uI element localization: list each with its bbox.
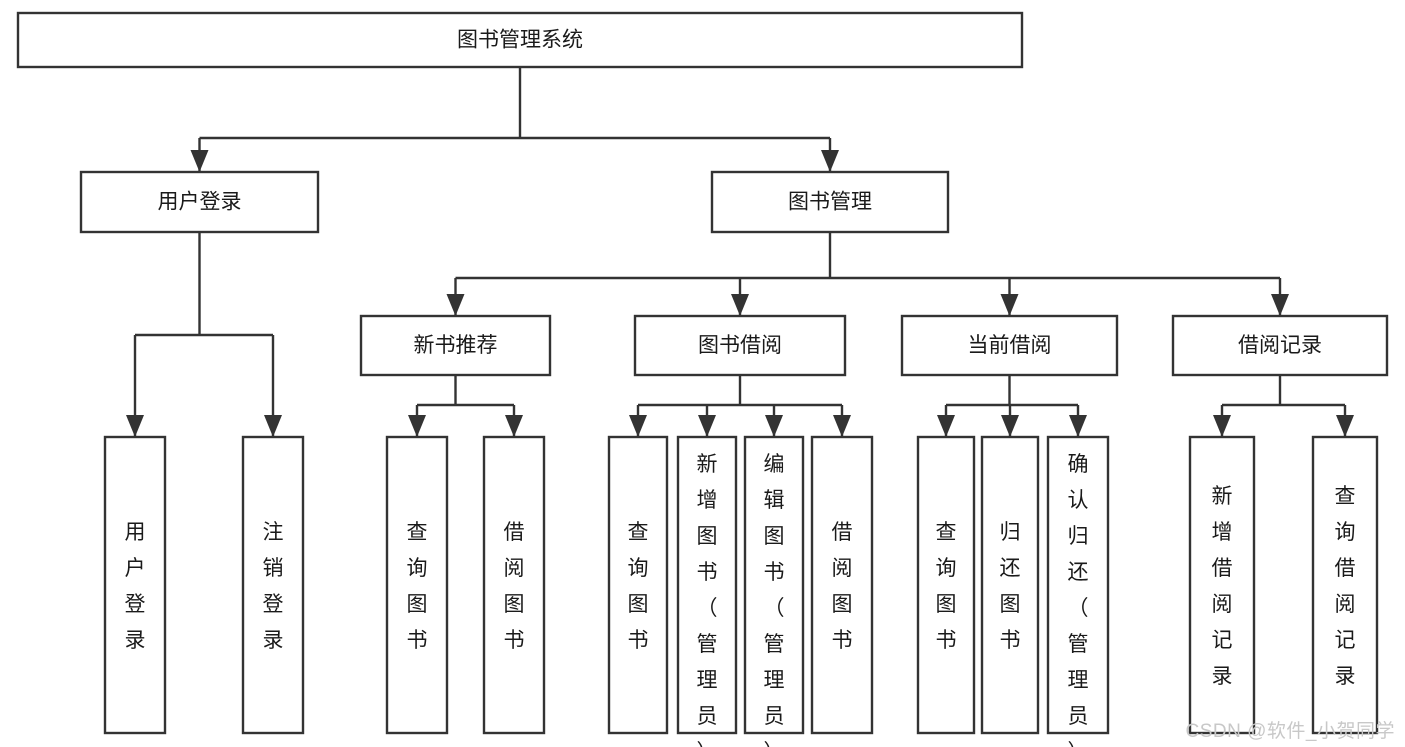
- node-leaf_add_record[interactable]: 新增借阅记录: [1188, 435, 1256, 735]
- arrow-head-icon: [698, 415, 716, 437]
- edges-layer: [126, 67, 1354, 437]
- node-box-leaf_add_book[interactable]: [676, 435, 738, 735]
- arrow-head-icon: [629, 415, 647, 437]
- csdn-watermark: CSDN @软件_小贺同学: [1185, 721, 1395, 742]
- node-leaf_query_book_3[interactable]: 查询图书: [916, 435, 976, 735]
- node-label-book_manage: 图书管理: [788, 191, 872, 214]
- node-leaf_borrow_book_1[interactable]: 借阅图书: [482, 435, 546, 735]
- node-box-book_manage[interactable]: [710, 170, 950, 234]
- node-borrow_record[interactable]: 借阅记录: [1171, 314, 1389, 377]
- arrow-head-icon: [765, 415, 783, 437]
- arrow-head-icon: [126, 415, 144, 437]
- node-box-user_login[interactable]: [79, 170, 320, 234]
- node-leaf_query_book_1[interactable]: 查询图书: [385, 435, 449, 735]
- node-label-leaf_borrow_book_1: 借阅图书: [504, 521, 525, 652]
- node-box-leaf_borrow_book_1[interactable]: [482, 435, 546, 735]
- node-new_book_rec[interactable]: 新书推荐: [359, 314, 552, 377]
- arrow-head-icon: [1336, 415, 1354, 437]
- node-box-root[interactable]: [16, 11, 1024, 69]
- node-leaf_confirm_return[interactable]: 确认归还（管理员）: [1046, 435, 1110, 747]
- node-leaf_borrow_book_2[interactable]: 借阅图书: [810, 435, 874, 735]
- node-box-new_book_rec[interactable]: [359, 314, 552, 377]
- nodes-layer: 图书管理系统用户登录用户登录注销登录图书管理新书推荐查询图书借阅图书图书借阅查询…: [16, 11, 1389, 747]
- node-leaf_return_book[interactable]: 归还图书: [980, 435, 1040, 735]
- node-label-current_borrow: 当前借阅: [968, 334, 1052, 357]
- node-label-leaf_query_book_2: 查询图书: [628, 521, 649, 652]
- node-box-leaf_user_login[interactable]: [103, 435, 167, 735]
- node-label-leaf_borrow_book_2: 借阅图书: [832, 521, 853, 652]
- arrow-head-icon: [505, 415, 523, 437]
- node-label-leaf_query_record: 查询借阅记录: [1335, 485, 1356, 688]
- node-label-leaf_logout: 注销登录: [263, 521, 284, 652]
- node-leaf_logout[interactable]: 注销登录: [241, 435, 305, 735]
- node-label-leaf_user_login: 用户登录: [125, 521, 146, 652]
- node-box-leaf_borrow_book_2[interactable]: [810, 435, 874, 735]
- node-leaf_user_login[interactable]: 用户登录: [103, 435, 167, 735]
- node-label-borrow_record: 借阅记录: [1238, 334, 1322, 357]
- arrow-head-icon: [190, 150, 209, 172]
- node-box-leaf_edit_book[interactable]: [743, 435, 805, 735]
- node-book_manage[interactable]: 图书管理: [710, 170, 950, 234]
- node-label-new_book_rec: 新书推荐: [414, 334, 498, 357]
- node-label-book_borrow: 图书借阅: [698, 334, 782, 357]
- node-leaf_add_book[interactable]: 新增图书（管理员）: [676, 435, 738, 747]
- node-box-borrow_record[interactable]: [1171, 314, 1389, 377]
- node-label-user_login: 用户登录: [158, 191, 242, 214]
- node-box-leaf_query_book_3[interactable]: [916, 435, 976, 735]
- node-box-leaf_confirm_return[interactable]: [1046, 435, 1110, 735]
- node-label-root: 图书管理系统: [457, 29, 583, 52]
- node-box-leaf_add_record[interactable]: [1188, 435, 1256, 735]
- node-leaf_edit_book[interactable]: 编辑图书（管理员）: [743, 435, 805, 747]
- arrow-head-icon: [408, 415, 426, 437]
- arrow-head-icon: [833, 415, 851, 437]
- arrow-head-icon: [1213, 415, 1231, 437]
- node-leaf_query_book_2[interactable]: 查询图书: [607, 435, 669, 735]
- node-user_login[interactable]: 用户登录: [79, 170, 320, 234]
- node-box-leaf_query_book_2[interactable]: [607, 435, 669, 735]
- arrow-head-icon: [937, 415, 955, 437]
- node-box-leaf_query_record[interactable]: [1311, 435, 1379, 735]
- node-label-leaf_query_book_3: 查询图书: [936, 521, 957, 652]
- arrow-head-icon: [731, 294, 749, 316]
- node-box-leaf_return_book[interactable]: [980, 435, 1040, 735]
- node-label-leaf_add_book: 新增图书（管理员）: [697, 453, 718, 747]
- arrow-head-icon: [446, 294, 465, 316]
- arrow-head-icon: [821, 150, 839, 172]
- node-label-leaf_confirm_return: 确认归还（管理员）: [1068, 453, 1089, 747]
- node-book_borrow[interactable]: 图书借阅: [633, 314, 847, 377]
- node-box-leaf_query_book_1[interactable]: [385, 435, 449, 735]
- arrow-head-icon: [264, 415, 282, 437]
- arrow-head-icon: [1069, 415, 1087, 437]
- node-leaf_query_record[interactable]: 查询借阅记录: [1311, 435, 1379, 735]
- arrow-head-icon: [1271, 294, 1289, 316]
- node-box-leaf_logout[interactable]: [241, 435, 305, 735]
- node-label-leaf_return_book: 归还图书: [1000, 521, 1021, 652]
- node-current_borrow[interactable]: 当前借阅: [900, 314, 1119, 377]
- node-box-current_borrow[interactable]: [900, 314, 1119, 377]
- node-box-book_borrow[interactable]: [633, 314, 847, 377]
- node-label-leaf_query_book_1: 查询图书: [407, 521, 428, 652]
- node-label-leaf_add_record: 新增借阅记录: [1212, 485, 1233, 688]
- node-label-leaf_edit_book: 编辑图书（管理员）: [764, 453, 785, 747]
- arrow-head-icon: [1001, 415, 1019, 437]
- arrow-head-icon: [1000, 294, 1019, 316]
- node-root[interactable]: 图书管理系统: [16, 11, 1024, 69]
